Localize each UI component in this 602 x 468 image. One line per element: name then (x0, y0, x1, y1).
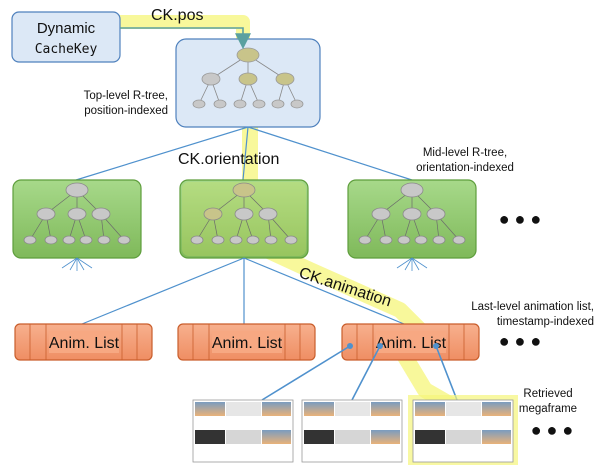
anim-to-frame-connectors (261, 345, 458, 401)
orientation-label: CK.orientation (178, 151, 279, 168)
mid-level-rtree-center (179, 179, 309, 259)
pos-label: CK.pos (151, 7, 203, 24)
megaframe-1 (192, 399, 294, 463)
mid-level-rtree-left (12, 179, 142, 271)
pos-arrow (120, 27, 251, 50)
last-level-annotation-1: Last-level animation list, (471, 301, 594, 313)
anim-list-center: Anim. List (177, 323, 316, 361)
mid-to-anim-connectors (81, 257, 405, 325)
top-level-annotation-1: Top-level R-tree, (84, 90, 168, 102)
cache-key-mono: CacheKey (35, 42, 98, 57)
anim-list-ellipsis: ● ● ● (499, 331, 542, 351)
retrieved-annotation-2: megaframe (519, 403, 577, 415)
cache-key-title: Dynamic (37, 20, 96, 37)
anim-list-label: Anim. List (376, 335, 447, 352)
animation-label: CK.animation (297, 265, 394, 311)
anim-list-label: Anim. List (212, 335, 283, 352)
top-level-rtree-nodes (192, 47, 304, 109)
retrieved-annotation-1: Retrieved (523, 388, 572, 400)
mid-level-ellipsis: ● ● ● (499, 209, 542, 229)
cache-key-box (11, 11, 121, 63)
mid-level-rtree-right (347, 179, 477, 271)
top-level-annotation-2: position-indexed (84, 105, 168, 117)
mid-level-annotation-1: Mid-level R-tree, (423, 147, 507, 159)
megaframe-3 (408, 395, 518, 465)
anim-list-label: Anim. List (49, 335, 120, 352)
megaframe-ellipsis: ● ● ● (531, 420, 574, 440)
megaframe-2 (301, 399, 403, 463)
top-to-mid-connectors (75, 126, 413, 181)
anim-list-right: Anim. List (341, 323, 480, 361)
anim-list-left: Anim. List (14, 323, 153, 361)
mid-level-annotation-2: orientation-indexed (416, 162, 514, 174)
last-level-annotation-2: timestamp-indexed (497, 316, 594, 328)
